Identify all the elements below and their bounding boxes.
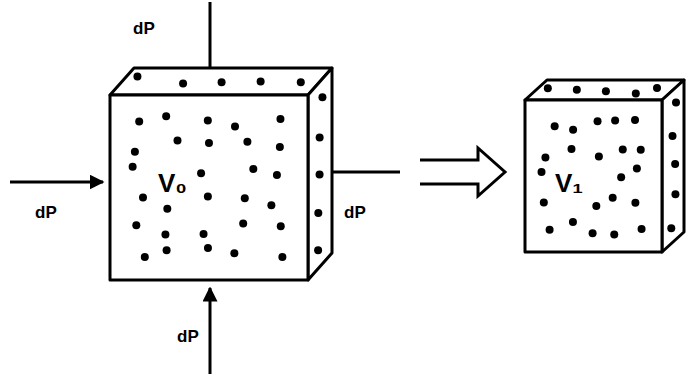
particle-dot xyxy=(540,198,548,206)
cube-side xyxy=(308,68,332,280)
cube-outline xyxy=(525,80,684,252)
particle-dot xyxy=(632,90,640,98)
particle-dot xyxy=(667,224,675,232)
particle-dot xyxy=(633,165,641,173)
particle-dot xyxy=(671,160,679,168)
particle-dot xyxy=(129,163,137,171)
particle-dot xyxy=(257,78,265,86)
particle-dot xyxy=(141,253,149,261)
particle-dot xyxy=(653,84,661,92)
volume-cube: V₁ xyxy=(525,80,684,252)
particle-dot xyxy=(273,171,281,179)
cube-top xyxy=(525,80,684,100)
particle-dot xyxy=(538,168,546,176)
particle-dot xyxy=(569,218,577,226)
double-arrow xyxy=(420,148,505,196)
particle-dot xyxy=(594,117,602,125)
pressure-label: dP xyxy=(35,204,57,221)
force-arrow xyxy=(209,288,212,374)
particle-dot xyxy=(161,231,169,239)
particle-dot xyxy=(230,249,238,257)
particle-dot xyxy=(197,169,205,177)
particle-dot xyxy=(609,194,617,202)
volume-label: V₀ xyxy=(158,170,187,196)
particle-dot xyxy=(589,229,597,237)
particle-dot xyxy=(179,79,187,87)
particle-dot xyxy=(132,221,140,229)
particle-dot xyxy=(277,222,285,230)
particle-dot xyxy=(276,143,284,151)
particle-dot xyxy=(139,193,147,201)
particle-dot xyxy=(243,138,251,146)
particle-dot xyxy=(631,116,639,124)
force-arrow xyxy=(10,181,103,184)
particle-dot xyxy=(611,117,619,125)
particle-dot xyxy=(276,115,284,123)
particle-dot xyxy=(135,117,143,125)
particle-dot xyxy=(619,145,627,153)
particle-dot xyxy=(204,244,212,252)
particle-dot xyxy=(204,117,212,125)
particle-dot xyxy=(551,122,559,130)
particle-dot xyxy=(204,193,212,201)
particle-dot xyxy=(610,231,618,239)
volume-cube: V₀ xyxy=(110,68,332,280)
particle-dot xyxy=(314,209,322,217)
particle-dot xyxy=(595,152,603,160)
particle-dot xyxy=(592,202,600,210)
particle-dot xyxy=(669,132,677,140)
particle-dot xyxy=(672,98,680,106)
cube-front xyxy=(525,100,662,252)
particle-dot xyxy=(200,230,208,238)
cube-side xyxy=(662,80,684,252)
pressure-label: dP xyxy=(177,328,199,345)
particle-dot xyxy=(163,246,171,254)
particle-dot xyxy=(638,225,646,233)
particle-dot xyxy=(162,112,170,120)
particle-dot xyxy=(617,173,625,181)
particle-dot xyxy=(316,170,324,178)
particle-dot xyxy=(316,133,324,141)
particle-dot xyxy=(239,220,247,228)
particle-dot xyxy=(318,93,326,101)
particle-dot xyxy=(218,78,226,86)
particle-dot xyxy=(131,148,139,156)
particle-dot xyxy=(205,139,213,147)
particle-dot xyxy=(278,253,286,261)
pressure-label: dP xyxy=(133,20,155,37)
particle-dot xyxy=(569,126,577,134)
particle-dot xyxy=(249,165,257,173)
particle-dot xyxy=(544,84,552,92)
particle-dot xyxy=(573,86,581,94)
pressure-label: dP xyxy=(344,204,366,221)
particle-dot xyxy=(637,146,645,154)
particle-dot xyxy=(133,73,141,81)
particle-dot xyxy=(231,123,239,131)
cube-top xyxy=(110,68,332,95)
particle-dot xyxy=(602,87,610,95)
particle-dot xyxy=(546,226,554,234)
particle-dot xyxy=(173,136,181,144)
cube-front xyxy=(110,95,308,280)
particle-dot xyxy=(631,199,639,207)
cube-outline xyxy=(110,68,332,280)
particle-dot xyxy=(267,201,275,209)
particle-dot xyxy=(671,190,679,198)
volume-label: V₁ xyxy=(555,170,583,196)
particle-dot xyxy=(567,145,575,153)
particle-dot xyxy=(241,194,249,202)
particle-dot xyxy=(314,246,322,254)
particle-dot xyxy=(163,205,171,213)
particle-dot xyxy=(541,154,549,162)
particle-dot xyxy=(297,78,305,86)
